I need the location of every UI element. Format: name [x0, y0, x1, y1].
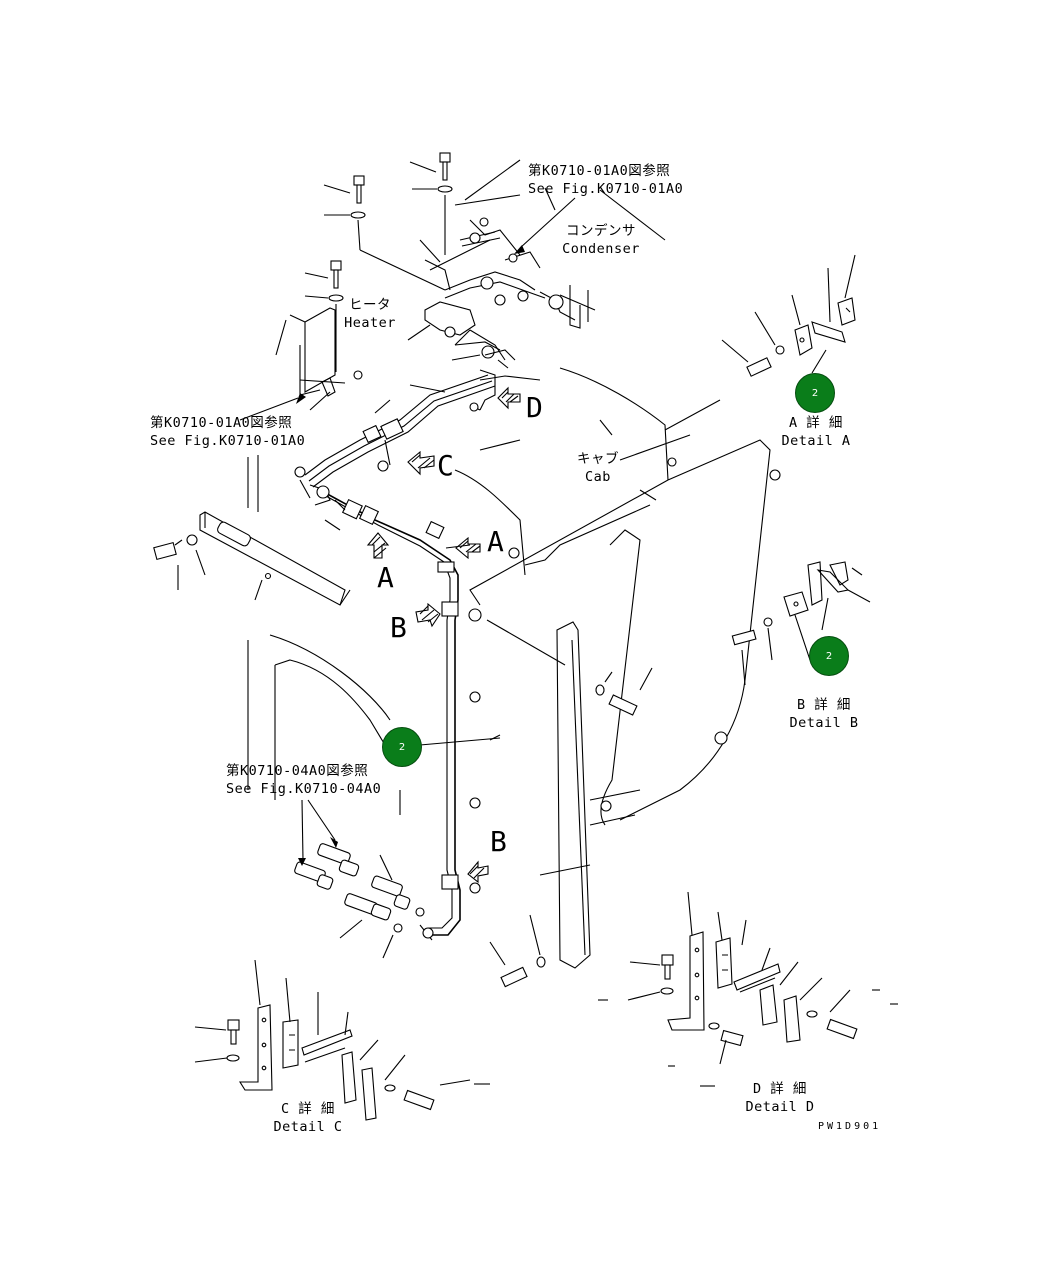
- detail-b-label-en: Detail B: [789, 715, 859, 731]
- condenser-label-en: Condenser: [562, 241, 640, 257]
- condenser-label-jp: コンデンサ: [566, 223, 636, 239]
- view-arrow-b-top: [415, 602, 441, 628]
- detail-b-parts: [731, 561, 871, 686]
- view-arrow-a-left: [366, 532, 390, 559]
- view-letter-b-left: B: [390, 611, 408, 644]
- see-fig-top-en: See Fig.K0710-01A0: [528, 181, 684, 197]
- cab-pillar: [539, 621, 641, 969]
- bolt-set-top: [304, 152, 453, 372]
- view-arrow-c: [407, 450, 435, 476]
- detail-c-parts: [194, 959, 490, 1121]
- see-fig-top-jp: 第K0710-01A0図参照: [528, 163, 671, 179]
- pillar-bolts: [489, 667, 653, 988]
- detail-a-label-en: Detail A: [781, 433, 851, 449]
- callout-badge-detail-b[interactable]: 2: [809, 636, 849, 676]
- view-arrows: [366, 386, 521, 884]
- callout-badge-detail-a[interactable]: 2: [795, 373, 835, 413]
- cab-label-jp: キャブ: [577, 451, 619, 467]
- view-letter-a-right: A: [487, 525, 505, 558]
- pipe-line-main: [294, 374, 496, 941]
- heater-label-en: Heater: [344, 315, 396, 331]
- see-fig-left-en: See Fig.K0710-01A0: [150, 433, 306, 449]
- drawing-code: PW1D901: [818, 1121, 882, 1132]
- view-letter-d: D: [526, 391, 544, 424]
- detail-c-label-jp: C 詳 細: [281, 1101, 335, 1117]
- see-fig-bottom-en: See Fig.K0710-04A0: [226, 781, 382, 797]
- detail-d-label-jp: D 詳 細: [753, 1081, 807, 1097]
- view-letter-c: C: [437, 449, 455, 482]
- cover-plate: [153, 455, 351, 606]
- pipe-assembly-top: [359, 194, 596, 412]
- see-fig-bottom-jp: 第K0710-04A0図参照: [226, 763, 369, 779]
- see-fig-left-jp: 第K0710-01A0図参照: [150, 415, 293, 431]
- detail-d-label-en: Detail D: [745, 1099, 815, 1115]
- detail-d-parts: [598, 891, 898, 1087]
- cab-outline: [247, 329, 781, 894]
- detail-b-label-jp: B 詳 細: [797, 697, 851, 713]
- detail-a-label-jp: A 詳 細: [789, 415, 843, 431]
- detail-c-label-en: Detail C: [273, 1119, 343, 1135]
- view-arrow-a-right: [455, 536, 481, 560]
- cab-label-en: Cab: [585, 469, 611, 485]
- detail-a-parts: [721, 254, 856, 377]
- heater-label-jp: ヒータ: [349, 297, 391, 313]
- hose-fittings: [294, 790, 425, 959]
- view-arrow-b-bottom: [467, 860, 489, 884]
- leader-lines: [239, 159, 666, 746]
- view-letter-b-bottom: B: [490, 825, 508, 858]
- callout-badge-pipe[interactable]: 2: [382, 727, 422, 767]
- view-arrow-d: [497, 386, 521, 410]
- view-letter-a-left: A: [377, 561, 395, 594]
